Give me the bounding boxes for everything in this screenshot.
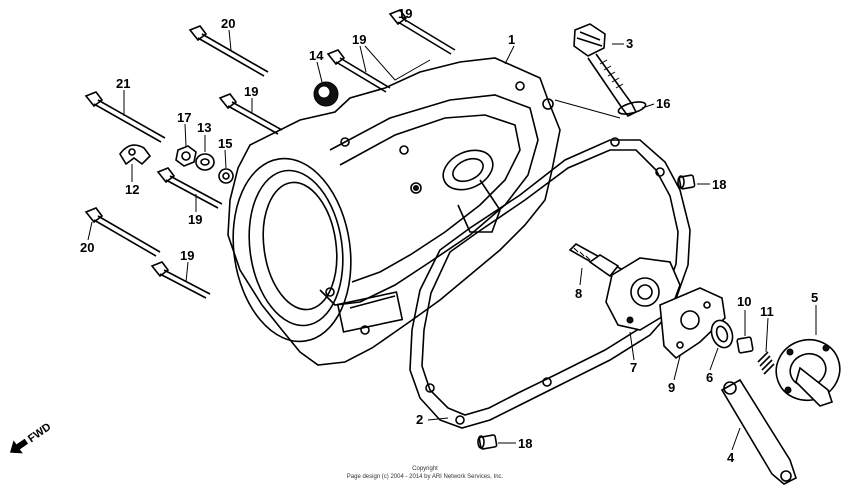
part-label-20-top: 20 (221, 16, 235, 31)
part-label-7: 7 (630, 360, 637, 375)
bolt-19-fourth-drawing (156, 167, 223, 209)
crankcase-cover-drawing (227, 57, 561, 366)
lever-arm-drawing (720, 378, 797, 485)
part-label-19-second: 19 (352, 32, 366, 47)
part-label-19-top: 19 (398, 6, 412, 21)
spring-drawing (757, 351, 775, 375)
plug-washer-drawing (218, 168, 234, 184)
part-labels: 1 2 3 4 5 6 7 8 9 10 11 12 13 14 15 16 1… (80, 6, 818, 465)
part-label-11: 11 (760, 304, 774, 319)
bolt-19-third-drawing (218, 93, 283, 135)
forward-direction-indicator: FWD (9, 421, 53, 454)
part-label-4: 4 (727, 450, 735, 465)
pin-drawing (736, 336, 754, 354)
part-label-13: 13 (197, 120, 211, 135)
bearing-drawing (313, 81, 339, 107)
bolt-21-drawing (84, 91, 166, 143)
dowel-pin-upper-drawing (677, 174, 696, 190)
part-label-3: 3 (626, 36, 633, 51)
part-label-2: 2 (416, 412, 423, 427)
dowel-pin-lower-drawing (477, 434, 498, 450)
part-label-9: 9 (668, 380, 675, 395)
part-label-14: 14 (309, 48, 324, 63)
oil-seal-drawing (710, 319, 734, 349)
bolt-19-top-drawing (388, 9, 456, 55)
leader-lines (87, 17, 817, 451)
part-label-19-third: 19 (244, 84, 258, 99)
part-label-12: 12 (125, 182, 139, 197)
part-label-1: 1 (508, 32, 515, 47)
part-label-19-fourth: 19 (188, 212, 202, 227)
part-label-15: 15 (218, 136, 232, 151)
lever-assembly-drawing (775, 338, 841, 407)
part-label-21: 21 (116, 76, 130, 91)
oil-filler-cap-drawing (573, 23, 638, 118)
oil-cap-o-ring-drawing (617, 101, 647, 115)
bolt-19-fifth-drawing (150, 261, 211, 299)
page-design-credit: Page design (c) 2004 - 2014 by ARI Netwo… (346, 474, 504, 480)
part-label-18-upper: 18 (712, 177, 726, 192)
forward-arrow-icon (9, 438, 29, 454)
part-label-17: 17 (177, 110, 191, 125)
bolt-20-bottom-drawing (84, 207, 161, 257)
part-label-18-lower: 18 (518, 436, 532, 451)
part-label-6: 6 (706, 370, 713, 385)
forward-label: FWD (26, 421, 53, 445)
part-label-20-bottom: 20 (80, 240, 94, 255)
part-label-8: 8 (575, 286, 582, 301)
part-label-5: 5 (811, 290, 818, 305)
bolt-19-second-drawing (326, 49, 391, 93)
washer-drawing (195, 153, 215, 171)
part-label-19-fifth: 19 (180, 248, 194, 263)
copyright-line: Copyright (412, 466, 438, 472)
cable-clamp-drawing (119, 144, 152, 166)
bolt-20-top-drawing (188, 25, 269, 77)
part-label-10: 10 (737, 294, 751, 309)
part-label-16: 16 (656, 96, 670, 111)
nut-drawing (175, 145, 197, 167)
